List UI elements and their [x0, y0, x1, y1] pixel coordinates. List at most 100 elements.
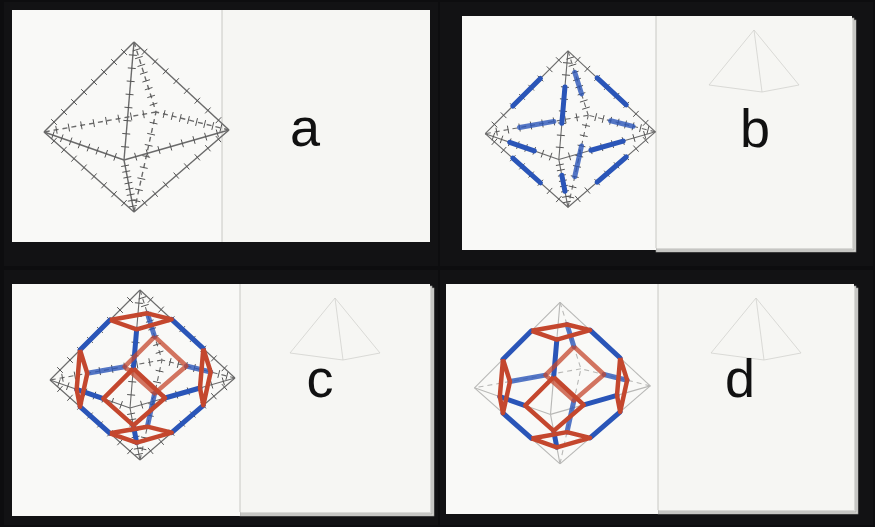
tick-mark — [148, 297, 153, 303]
octahedron-drawing — [485, 51, 655, 207]
tick-mark — [569, 186, 577, 188]
tick-mark — [212, 122, 214, 130]
tick-mark — [163, 182, 168, 188]
blue-hexagon-edge — [510, 375, 545, 381]
blue-hexagon-edge — [80, 320, 110, 350]
tick-mark — [148, 448, 153, 454]
tick-mark — [71, 99, 77, 105]
tick-mark — [140, 72, 148, 74]
tick-mark — [216, 117, 221, 123]
tick-mark — [121, 49, 127, 55]
octahedron-edge — [559, 132, 656, 160]
tick-mark — [135, 453, 143, 455]
spine — [658, 284, 659, 510]
tick-mark — [105, 150, 108, 158]
blue-hexagon-edge — [611, 121, 633, 127]
tick-mark — [57, 367, 63, 373]
red-square-face — [110, 427, 172, 443]
tick-mark — [145, 144, 153, 146]
tick-mark — [576, 113, 577, 121]
right-page — [658, 284, 854, 510]
octahedron-edge — [551, 414, 561, 463]
tick-mark — [136, 361, 137, 369]
tick-mark — [156, 370, 164, 372]
tick-mark — [135, 189, 143, 191]
octahedron-drawing — [475, 302, 651, 464]
notebook-photo — [4, 270, 438, 525]
blue-hexagon-edge — [503, 331, 532, 360]
tick-mark — [111, 59, 117, 65]
tick-mark — [135, 153, 137, 161]
tick-mark — [62, 374, 63, 382]
red-square-face — [200, 349, 211, 406]
tick-mark — [56, 126, 57, 134]
spine — [240, 284, 241, 512]
octahedron-edge — [568, 51, 655, 132]
tick-mark — [93, 119, 94, 127]
octahedron-edge — [134, 112, 156, 212]
blue-hexagon-edge — [513, 158, 541, 183]
tick-mark — [96, 147, 99, 155]
octahedron-edge — [485, 51, 568, 134]
spine — [656, 16, 657, 248]
tick-mark — [169, 358, 171, 366]
right-page — [222, 10, 430, 242]
tick-mark — [142, 80, 150, 82]
octahedron-edge — [156, 112, 229, 130]
tick-mark — [507, 126, 508, 134]
tick-mark — [91, 173, 96, 179]
tick-mark — [563, 62, 571, 64]
blue-hexagon-edge — [575, 72, 582, 93]
blue-hexagon-edge — [575, 146, 582, 177]
tick-mark — [146, 149, 148, 157]
tick-mark — [170, 143, 172, 151]
tick-mark — [647, 126, 649, 134]
tick-mark — [147, 95, 155, 97]
octahedron-edge — [588, 115, 655, 132]
tick-mark — [127, 194, 135, 196]
notebook-photo — [440, 2, 873, 266]
tick-mark — [562, 74, 570, 76]
tick-mark — [101, 69, 107, 75]
octahedron-edge — [551, 302, 561, 414]
tick-mark — [138, 64, 146, 66]
tick-mark — [500, 136, 503, 144]
panel-letter: b — [740, 101, 770, 155]
red-square-face — [125, 337, 187, 394]
tick-mark — [68, 124, 69, 132]
tick-mark — [126, 188, 134, 190]
tick-mark — [129, 205, 137, 207]
right-page — [656, 16, 852, 248]
octahedron-edge — [568, 51, 588, 115]
red-square-face — [532, 324, 591, 339]
dark-background — [440, 2, 873, 266]
tick-mark — [123, 120, 131, 122]
tick-mark — [120, 401, 123, 409]
tick-mark — [52, 131, 55, 139]
faint-sketch — [290, 298, 335, 353]
tick-mark — [51, 138, 56, 144]
tick-mark — [135, 302, 143, 304]
blue-hexagon-edge — [133, 329, 136, 368]
tick-mark — [81, 165, 86, 171]
tick-mark — [87, 144, 90, 152]
tick-mark — [152, 59, 157, 65]
tick-mark — [142, 156, 150, 158]
tick-mark — [149, 358, 150, 366]
octahedron-edge — [44, 132, 124, 160]
blue-hexagon-edge — [172, 405, 204, 432]
octahedron-edge — [134, 42, 156, 112]
tick-mark — [218, 370, 220, 378]
tick-mark — [556, 196, 561, 202]
faint-sketch — [709, 85, 762, 92]
blue-hexagon-edge — [172, 319, 204, 348]
tick-mark — [114, 153, 117, 161]
octahedron-edge — [124, 130, 229, 160]
octahedron-edge — [485, 115, 588, 133]
blue-hexagon-edge — [554, 340, 557, 377]
tick-mark — [171, 112, 173, 120]
tick-mark — [61, 109, 67, 115]
tick-mark — [66, 382, 69, 390]
tick-mark — [122, 171, 130, 173]
